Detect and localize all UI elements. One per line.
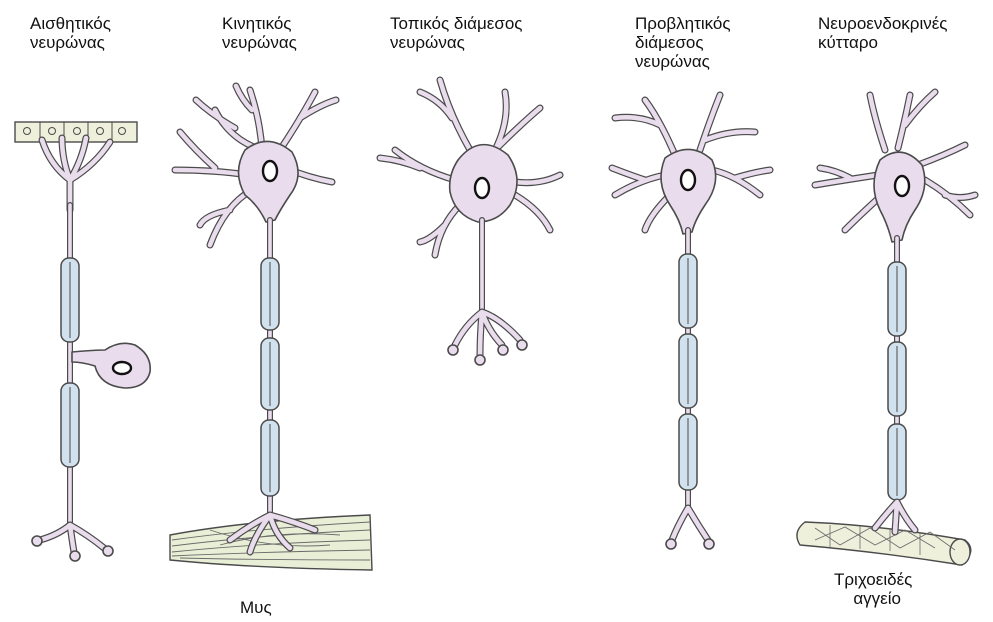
- capillary: [797, 522, 971, 565]
- neuroendocrine-cell: [797, 92, 975, 565]
- projection-interneuron: [612, 95, 770, 549]
- motor-neuron: [170, 86, 372, 570]
- local-interneuron: [380, 80, 560, 365]
- sensory-neuron: [15, 122, 150, 561]
